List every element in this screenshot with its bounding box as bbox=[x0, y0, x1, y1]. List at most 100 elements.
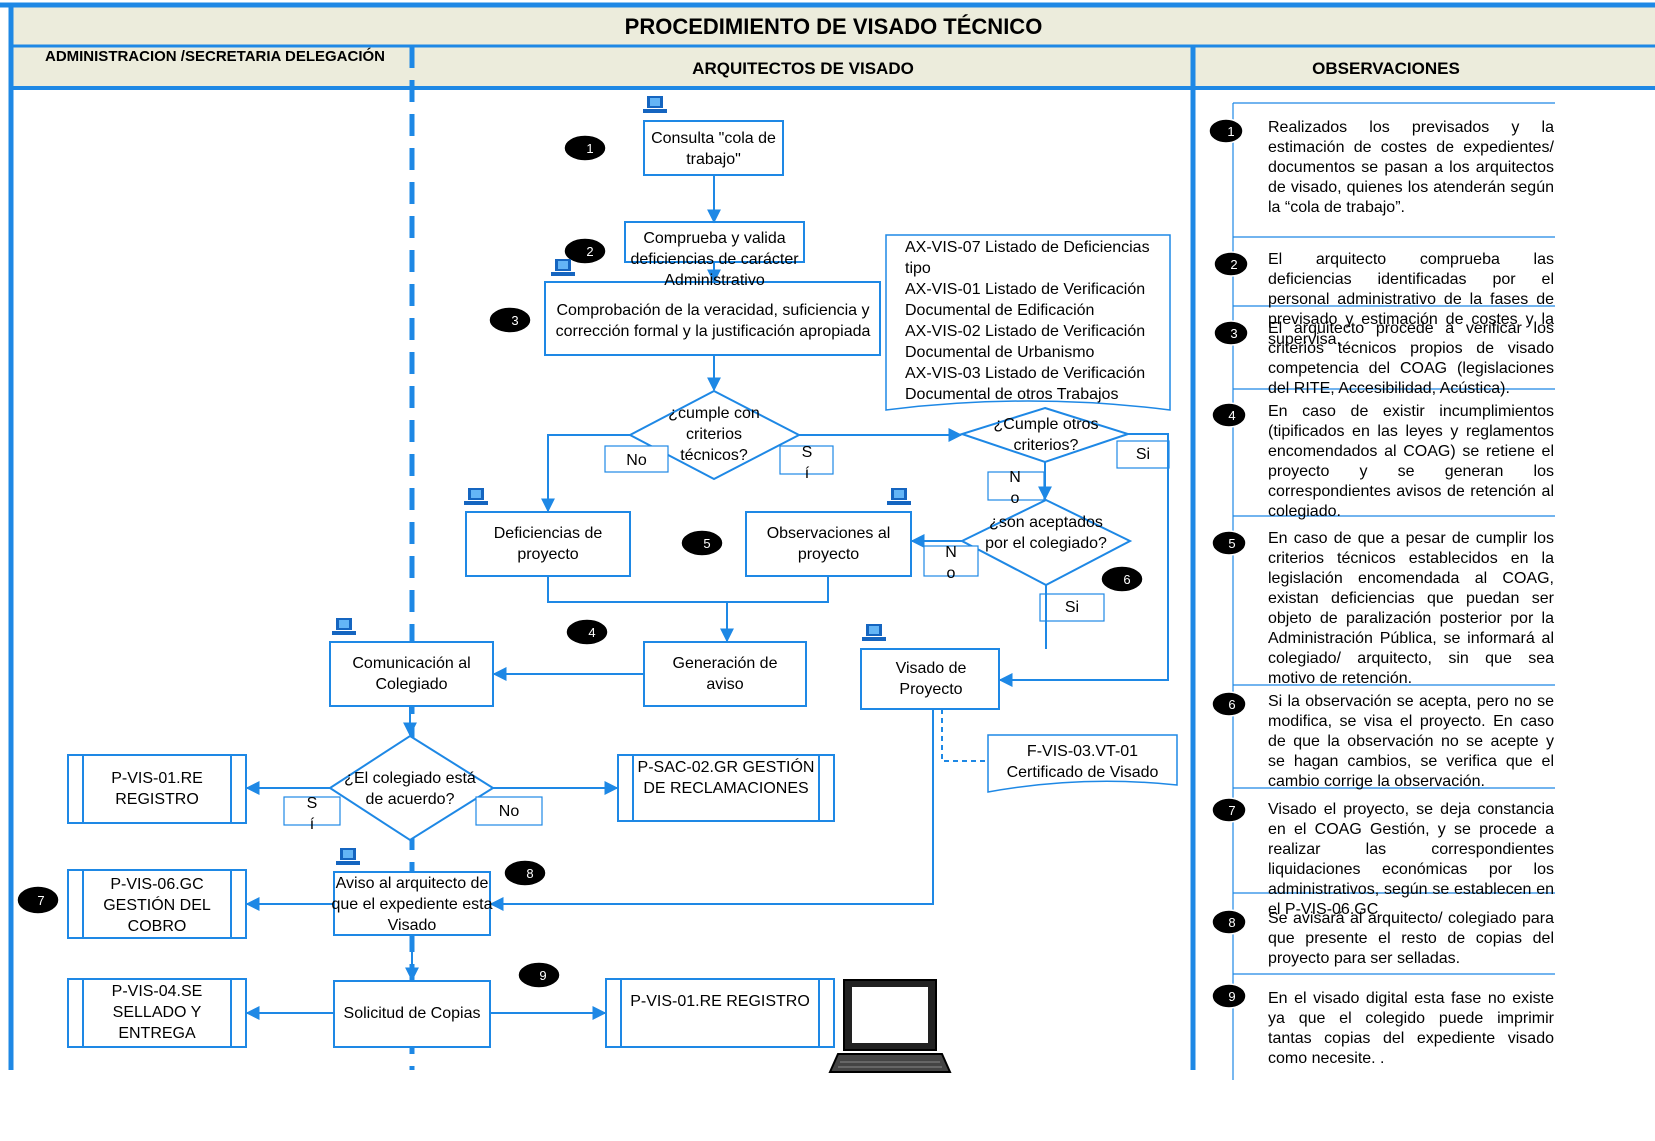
obs-marker-3-label: 3 bbox=[1230, 326, 1237, 341]
label-si2: Si bbox=[1135, 446, 1151, 463]
diamond-cumple bbox=[627, 389, 802, 481]
label-box-no4 bbox=[475, 796, 543, 826]
marker-2 bbox=[563, 237, 607, 265]
laptop-icon bbox=[828, 979, 952, 1073]
diamond-acuerdo-text: ¿El colegiado está de acuerdo? bbox=[344, 770, 476, 808]
label-box-si3 bbox=[1039, 593, 1105, 622]
marker-8-label: 8 bbox=[526, 866, 533, 881]
obs-marker-9-label: 9 bbox=[1228, 989, 1235, 1004]
computer-icon bbox=[887, 488, 911, 505]
diamond-cumple-text: ¿cumple con criterios técnicos? bbox=[668, 405, 760, 464]
computer-icon bbox=[643, 96, 667, 113]
obs-marker-5 bbox=[1211, 530, 1247, 556]
marker-6 bbox=[1100, 565, 1144, 593]
marker-7-label: 7 bbox=[37, 893, 44, 908]
doc-shape-certificado bbox=[987, 734, 1178, 793]
obs-marker-8-label: 8 bbox=[1228, 915, 1235, 930]
label-no2: N o bbox=[1009, 469, 1021, 507]
box-observaciones bbox=[745, 511, 912, 577]
obs-marker-8 bbox=[1211, 909, 1247, 935]
observation-3: El arquitecto procede a verificar los cr… bbox=[1268, 320, 1554, 397]
box-comprobacion bbox=[544, 281, 881, 356]
ref-reg2-text: P-VIS-01.RE REGISTRO bbox=[630, 993, 810, 1010]
computer-icon bbox=[464, 488, 488, 505]
doc-certificado-text: F-VIS-03.VT-01 Certificado de Visado bbox=[1006, 743, 1159, 781]
box-comprueba-text: Comprueba y valida deficiencias de carác… bbox=[630, 230, 799, 289]
column-header-arch: ARQUITECTOS DE VISADO bbox=[692, 59, 914, 78]
marker-4 bbox=[565, 618, 609, 646]
ref-box-cobro bbox=[67, 869, 247, 939]
observation-5: En caso de que a pesar de cumplir los cr… bbox=[1268, 530, 1554, 687]
box-aviso-text: Aviso al arquitecto de que el expediente… bbox=[331, 875, 493, 934]
page-title: PROCEDIMIENTO DE VISADO TÉCNICO bbox=[624, 14, 1043, 39]
marker-2-label: 2 bbox=[586, 244, 593, 259]
observation-4: En caso de existir incumplimientos (tipi… bbox=[1268, 403, 1554, 520]
obs-marker-3 bbox=[1213, 320, 1249, 346]
marker-8 bbox=[503, 859, 547, 887]
ref-box-reg2 bbox=[605, 978, 835, 1048]
observation-7: Visado el proyecto, se deja constancia e… bbox=[1268, 801, 1554, 918]
diamond-otros-text: ¿Cumple otros criterios? bbox=[993, 416, 1099, 454]
marker-3 bbox=[488, 306, 532, 334]
ref-sac-text: P-SAC-02.GR GESTIÓN DE RECLAMACIONES bbox=[637, 759, 815, 797]
connector-deficiencias-down bbox=[547, 576, 829, 603]
column-header-bar bbox=[12, 47, 1655, 87]
obs-marker-1 bbox=[1208, 118, 1244, 144]
label-no4: No bbox=[498, 803, 520, 820]
obs-marker-5-label: 5 bbox=[1228, 536, 1235, 551]
arrow-cumple-no bbox=[541, 434, 630, 513]
obs-marker-7 bbox=[1211, 797, 1247, 823]
obs-marker-4 bbox=[1211, 402, 1247, 428]
label-si3: Si bbox=[1064, 599, 1080, 616]
label-si1: S í bbox=[801, 444, 813, 482]
computer-icon bbox=[862, 624, 886, 641]
label-no1: No bbox=[626, 452, 647, 469]
diamond-acuerdo bbox=[328, 734, 495, 842]
obs-marker-2 bbox=[1213, 251, 1249, 277]
obs-marker-4-label: 4 bbox=[1228, 408, 1235, 423]
connector-visado-certificado bbox=[941, 709, 988, 762]
ref-sellado-text: P-VIS-04.SE SELLADO Y ENTREGA bbox=[111, 983, 203, 1042]
computer-icon bbox=[336, 848, 360, 865]
ref-reg1-text: P-VIS-01.RE REGISTRO bbox=[111, 770, 203, 808]
doc-shape-listados bbox=[885, 234, 1171, 411]
label-box-no1 bbox=[604, 445, 669, 473]
observation-8: Se avisará al arquitecto/ colegiado para… bbox=[1268, 910, 1554, 967]
marker-7 bbox=[16, 885, 60, 915]
ref-box-sac bbox=[617, 754, 835, 822]
box-observaciones-text: Observaciones al proyecto bbox=[766, 525, 891, 563]
label-si4: S í bbox=[306, 795, 318, 833]
obs-marker-6-label: 6 bbox=[1228, 697, 1235, 712]
box-comunicacion-text: Comunicación al Colegiado bbox=[352, 655, 471, 693]
marker-5 bbox=[680, 529, 724, 557]
observation-6: Si la observación se acepta, pero no se … bbox=[1268, 693, 1554, 790]
marker-3-label: 3 bbox=[511, 313, 518, 328]
label-box-no3 bbox=[923, 545, 979, 577]
box-consulta-text: Consulta "cola de trabajo" bbox=[651, 130, 776, 168]
marker-4-label: 4 bbox=[588, 625, 595, 640]
label-no3: N o bbox=[945, 544, 957, 582]
box-comprobacion-text: Comprobación de la veracidad, suficienci… bbox=[555, 302, 871, 340]
box-solicitud-text: Solicitud de Copias bbox=[343, 1005, 481, 1022]
obs-marker-6 bbox=[1211, 691, 1247, 717]
title-bar bbox=[12, 7, 1655, 45]
column-header-admin: ADMINISTRACION /SECRETARIA DELEGACIÓN bbox=[44, 48, 385, 65]
marker-1-label: 1 bbox=[586, 141, 593, 156]
obs-marker-7-label: 7 bbox=[1228, 803, 1235, 818]
label-box-si4 bbox=[283, 796, 341, 826]
observation-9: En el visado digital esta fase no existe… bbox=[1268, 990, 1554, 1067]
column-header-obs: OBSERVACIONES bbox=[1312, 59, 1460, 78]
box-comunicacion bbox=[329, 641, 494, 707]
box-generacion-text: Generación de aviso bbox=[672, 655, 778, 693]
observation-1: Realizados los previsados y la estimació… bbox=[1268, 119, 1554, 216]
obs-marker-1-label: 1 bbox=[1227, 124, 1234, 139]
marker-9-label: 9 bbox=[539, 968, 546, 983]
observation-2: El arquitecto comprueba las deficiencias… bbox=[1268, 251, 1554, 348]
box-visado bbox=[860, 648, 1000, 710]
marker-9 bbox=[517, 961, 561, 989]
computer-icon bbox=[551, 259, 575, 276]
obs-marker-2-label: 2 bbox=[1230, 257, 1237, 272]
box-deficiencias-text: Deficiencias de proyecto bbox=[493, 525, 603, 563]
marker-1 bbox=[563, 134, 607, 162]
